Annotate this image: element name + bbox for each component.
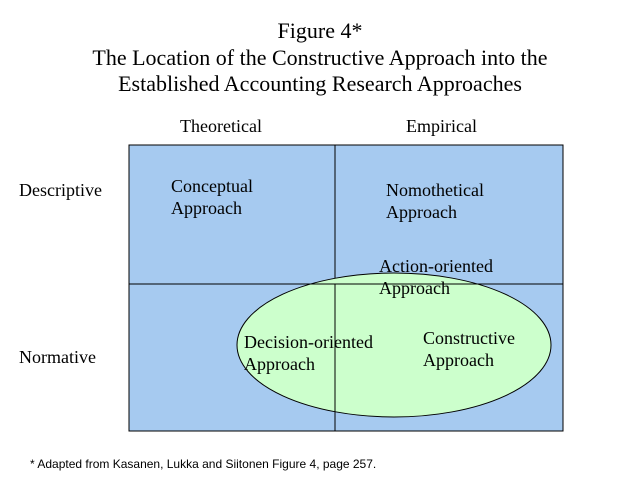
column-label-theoretical: Theoretical bbox=[180, 116, 262, 136]
conceptual-line-1: Conceptual bbox=[171, 176, 253, 196]
action-oriented-line-1: Action-oriented bbox=[379, 256, 493, 276]
decision-oriented-approach-label: Decision-oriented Approach bbox=[244, 331, 373, 375]
constructive-line-1: Constructive bbox=[423, 328, 515, 348]
constructive-line-2: Approach bbox=[423, 350, 494, 370]
decision-oriented-line-1: Decision-oriented bbox=[244, 332, 373, 352]
row-label-normative: Normative bbox=[19, 347, 96, 367]
conceptual-approach-label: Conceptual Approach bbox=[171, 175, 253, 219]
figure-title-line-1: The Location of the Constructive Approac… bbox=[92, 45, 548, 70]
row-label-descriptive: Descriptive bbox=[19, 180, 102, 200]
footnote: * Adapted from Kasanen, Lukka and Siiton… bbox=[30, 457, 377, 471]
nomothetical-line-2: Approach bbox=[386, 202, 457, 222]
column-label-empirical: Empirical bbox=[406, 116, 477, 136]
action-oriented-approach-label: Action-oriented Approach bbox=[379, 255, 493, 299]
action-oriented-line-2: Approach bbox=[379, 278, 450, 298]
nomothetical-approach-label: Nomothetical Approach bbox=[386, 179, 484, 223]
conceptual-line-2: Approach bbox=[171, 198, 242, 218]
figure-number: Figure 4* bbox=[277, 18, 363, 43]
figure-title-line-2: Established Accounting Research Approach… bbox=[118, 71, 522, 96]
nomothetical-line-1: Nomothetical bbox=[386, 180, 484, 200]
constructive-ellipse bbox=[236, 272, 552, 418]
decision-oriented-line-2: Approach bbox=[244, 354, 315, 374]
constructive-approach-label: Constructive Approach bbox=[423, 327, 515, 371]
